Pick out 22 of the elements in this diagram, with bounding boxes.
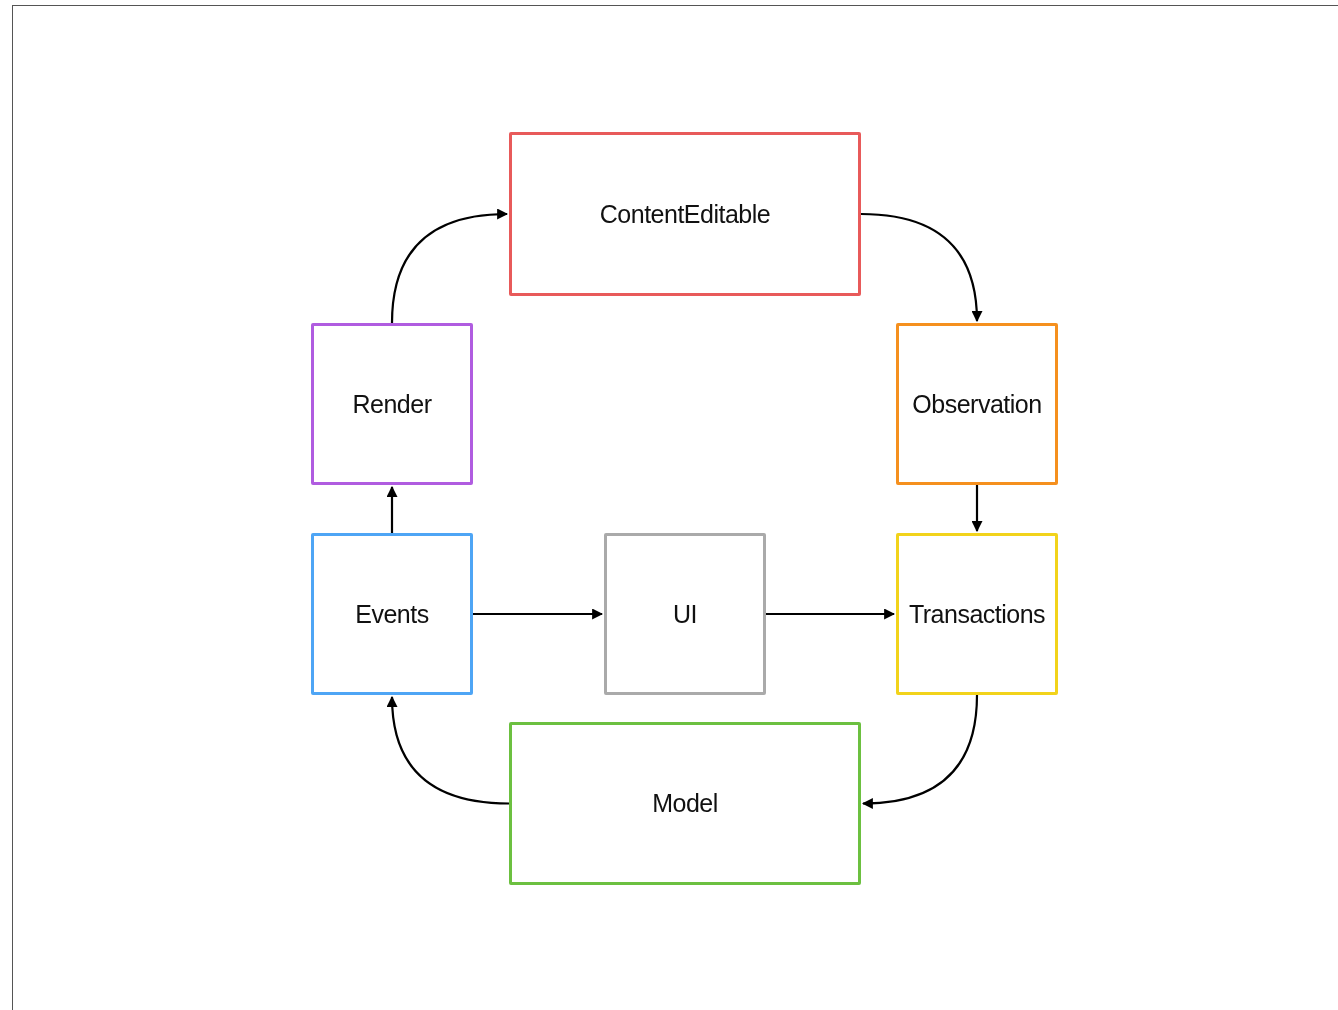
arrow [861,694,979,809]
box-label: ContentEditable [599,199,771,229]
box-label: Transactions [908,599,1046,629]
arrow [473,608,604,620]
arrow [971,485,983,533]
process-box [509,722,861,885]
box-label: Events [355,599,429,629]
box-label: UI [673,599,697,629]
arrow [390,208,509,324]
arrow [766,608,896,620]
arrow [386,485,398,533]
process-box [311,533,473,695]
process-box [509,132,861,296]
box-label: Observation [912,389,1042,419]
arrow [387,695,510,805]
process-box [311,323,473,485]
box-label: Render [352,389,432,419]
box-label: Model [652,789,718,818]
process-box [896,533,1058,695]
process-box [896,323,1058,485]
process-box [604,533,766,695]
arrow [860,212,983,323]
